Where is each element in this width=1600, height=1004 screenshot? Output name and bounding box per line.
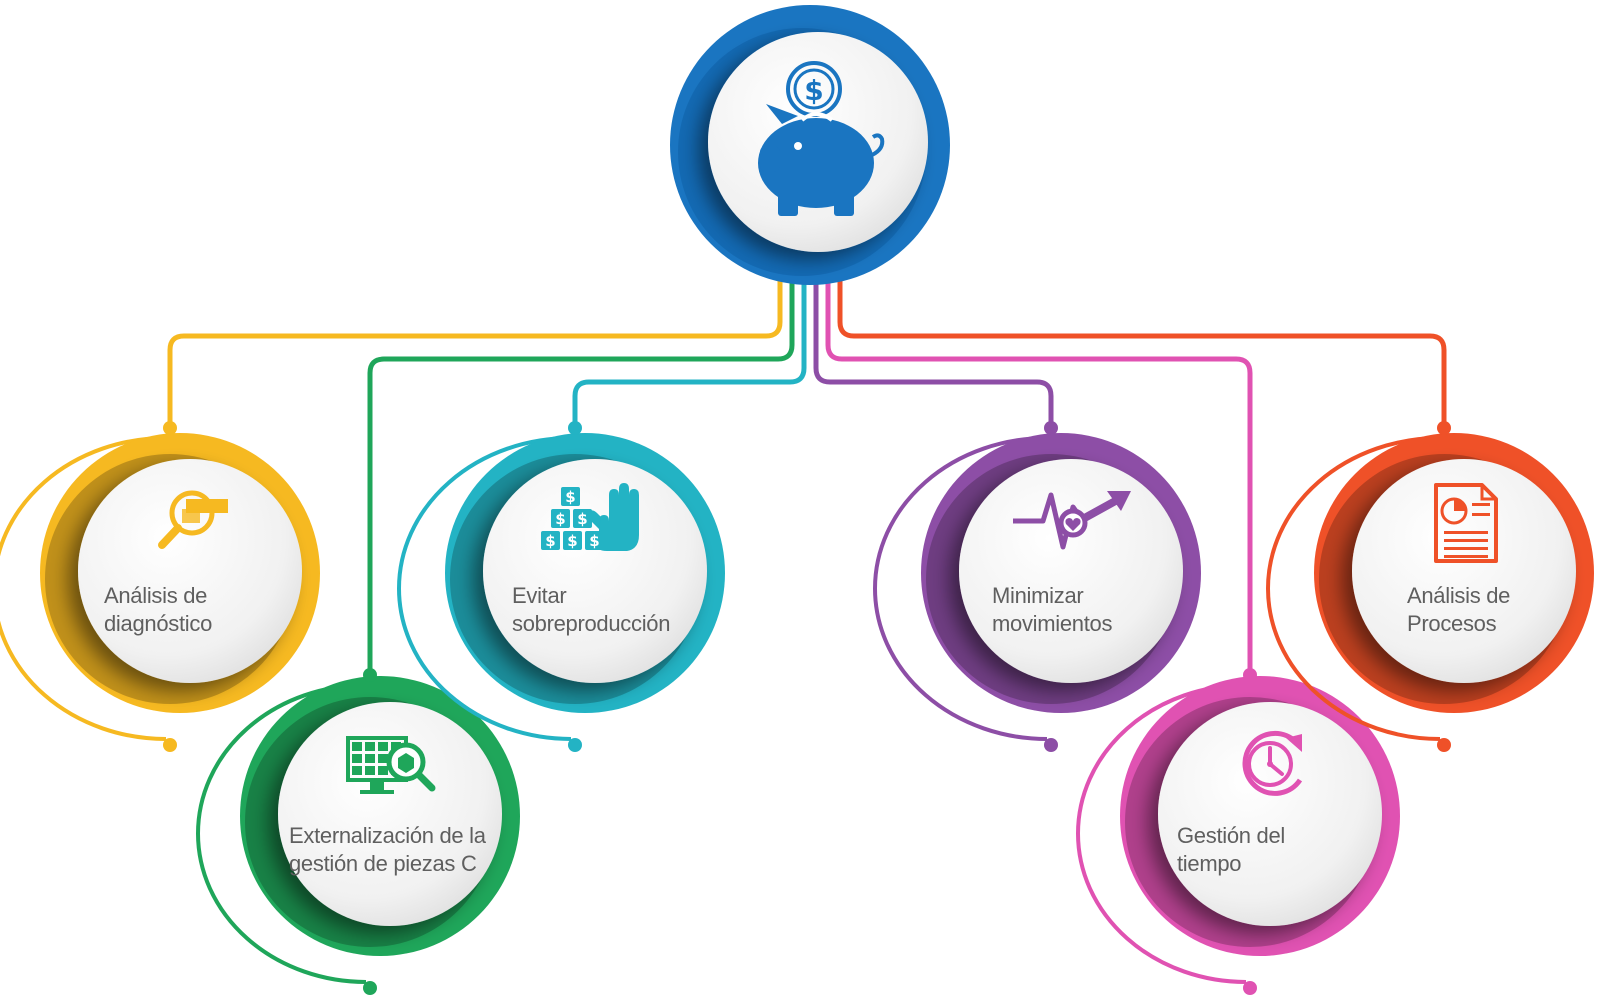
node-minimizar-movimientos: [873, 421, 1201, 752]
node-label-line: Gestión del: [1177, 823, 1285, 848]
node-top-dot: [1437, 421, 1451, 435]
connector-evitar-sobreproduccion: [572, 277, 807, 431]
node-externalizacion: [196, 668, 520, 995]
node-label-line: Evitar: [512, 583, 567, 608]
node-label-line: sobreproducción: [512, 611, 671, 636]
node-label-line: diagnóstico: [104, 611, 212, 636]
node-label-line: gestión de piezas C: [289, 851, 477, 876]
node-bottom-dot: [568, 738, 582, 752]
svg-text:$: $: [589, 532, 599, 550]
node-arc: [1076, 683, 1247, 984]
node-bottom-dot: [1243, 981, 1257, 995]
connector-analisis-diagnostico: [167, 277, 783, 431]
connector-analisis-procesos: [837, 277, 1447, 431]
svg-text:$: $: [565, 488, 575, 506]
node-arc: [196, 683, 367, 984]
node-bottom-dot: [363, 981, 377, 995]
magnifier-money-icon: [158, 490, 228, 549]
node-gestion-tiempo: [1076, 668, 1400, 995]
clock-refresh-icon: [1242, 730, 1303, 796]
pulse-arrow-heart-icon: [1013, 491, 1131, 550]
node-bottom-dot: [1044, 738, 1058, 752]
hub-circle: $: [670, 5, 950, 285]
svg-text:$: $: [555, 510, 565, 528]
node-arc: [1266, 436, 1441, 741]
node-label-line: Minimizar: [992, 583, 1084, 608]
node-top-dot: [163, 421, 177, 435]
node-bottom-dot: [163, 738, 177, 752]
node-label-line: tiempo: [1177, 851, 1242, 876]
node-arc: [397, 436, 572, 741]
node-top-dot: [568, 421, 582, 435]
node-inner-disc: [959, 459, 1183, 683]
node-inner-disc: [1352, 459, 1576, 683]
nodes-layer: $$$$$$: [0, 421, 1594, 995]
node-top-dot: [363, 668, 377, 682]
node-label-line: Procesos: [1407, 611, 1497, 636]
node-label-line: Análisis de: [104, 583, 208, 608]
node-label-analisis-diagnostico: Análisis de diagnóstico: [104, 582, 212, 638]
node-label-line: Externalización de la: [289, 823, 486, 848]
svg-text:$: $: [545, 532, 555, 550]
node-label-line: Análisis de: [1407, 583, 1511, 608]
node-bottom-dot: [1437, 738, 1451, 752]
svg-text:$: $: [567, 532, 577, 550]
node-label-externalizacion: Externalización de la gestión de piezas C: [289, 822, 486, 878]
connector-externalizacion: [367, 277, 795, 678]
node-label-line: movimientos: [992, 611, 1113, 636]
node-label-evitar-sobreproduccion: Evitar sobreproducción: [512, 582, 670, 638]
node-analisis-diagnostico: [0, 421, 320, 752]
node-inner-disc: [78, 459, 302, 683]
connector-gestion-tiempo: [825, 277, 1253, 678]
node-evitar-sobreproduccion: $$$$$$: [397, 421, 725, 752]
svg-text:$: $: [804, 74, 823, 107]
node-analisis-procesos: [1266, 421, 1594, 752]
piggy-bank-dollar-icon: $: [758, 61, 885, 216]
node-arc: [873, 436, 1048, 741]
node-label-gestion-tiempo: Gestión del tiempo: [1177, 822, 1285, 878]
node-top-dot: [1243, 668, 1257, 682]
connector-lines: [167, 277, 1447, 678]
connector-minimizar-movimientos: [813, 277, 1054, 431]
monitor-box-search-icon: [346, 736, 436, 794]
node-arc: [0, 436, 167, 741]
node-inner-disc: [483, 459, 707, 683]
node-inner-disc: [278, 702, 502, 926]
node-inner-disc: [1158, 702, 1382, 926]
node-label-minimizar-movimientos: Minimizar movimientos: [992, 582, 1112, 638]
node-label-analisis-procesos: Análisis de Procesos: [1407, 582, 1510, 638]
dollar-blocks-hand-icon: $$$$$$: [541, 483, 639, 551]
svg-text:$: $: [577, 510, 587, 528]
report-document-icon: [1434, 483, 1498, 563]
node-top-dot: [1044, 421, 1058, 435]
